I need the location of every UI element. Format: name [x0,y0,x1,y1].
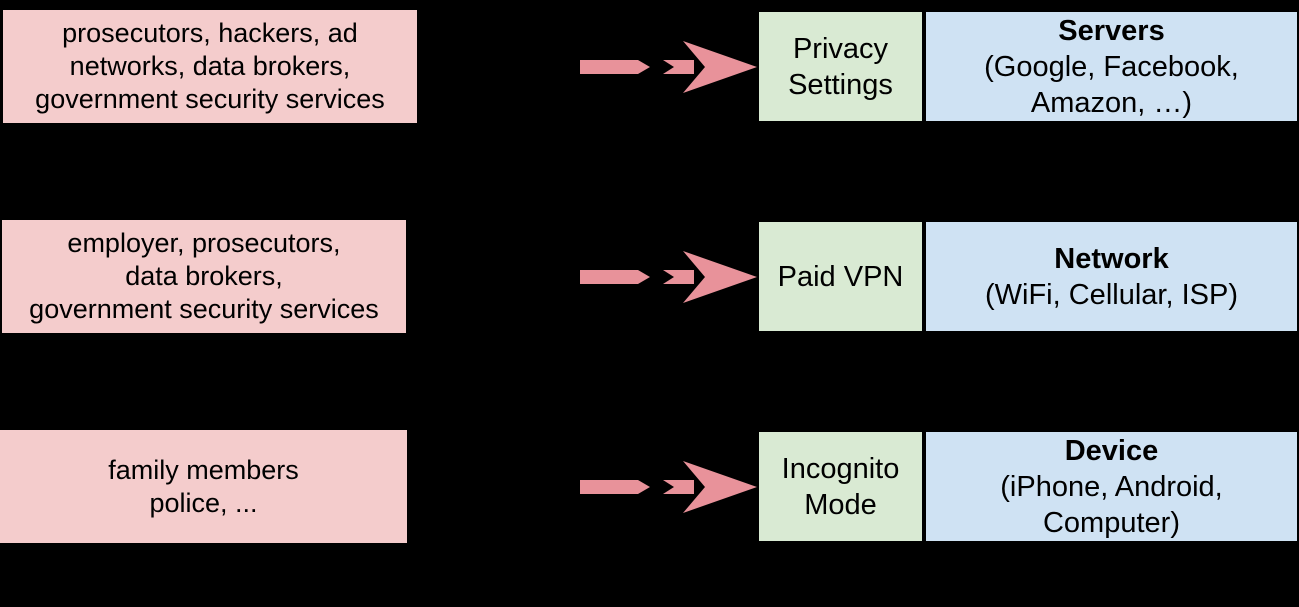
dashed-right-arrow-icon [580,251,757,303]
target-title: Servers [1058,14,1165,47]
threat-actors-box: employer, prosecutors, data brokers, gov… [2,220,406,333]
dashed-right-arrow-icon [580,461,757,513]
target-box: Device (iPhone, Android, Computer) [924,430,1299,543]
flow-row-device: family members police, ... Incognito Mod… [0,430,1299,543]
threat-actors-box: family members police, ... [0,430,407,543]
target-title: Device [1064,434,1159,467]
mitigation-box: Incognito Mode [757,430,924,543]
target-box: Servers (Google, Facebook, Amazon, …) [924,10,1299,123]
target-detail: (iPhone, Android, Computer) [1000,470,1223,539]
mitigation-box: Privacy Settings [757,10,924,123]
target-title: Network [1054,242,1169,275]
dashed-right-arrow-icon [580,41,757,93]
flow-row-network: employer, prosecutors, data brokers, gov… [0,220,1299,333]
target-detail: (WiFi, Cellular, ISP) [985,278,1238,311]
threat-actors-box: prosecutors, hackers, ad networks, data … [3,10,417,123]
target-detail: (Google, Facebook, Amazon, …) [984,50,1239,119]
mitigation-box: Paid VPN [757,220,924,333]
flow-row-servers: prosecutors, hackers, ad networks, data … [0,10,1299,123]
target-box: Network (WiFi, Cellular, ISP) [924,220,1299,333]
